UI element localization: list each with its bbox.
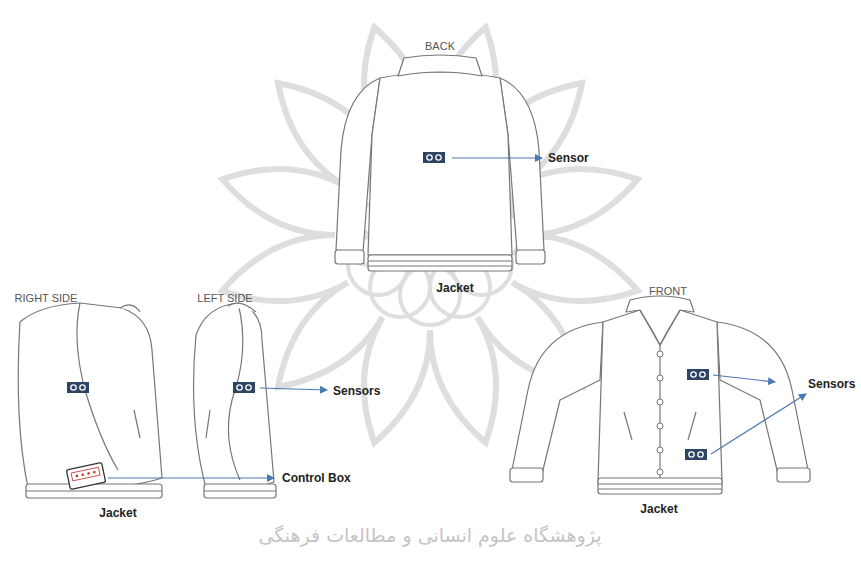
figure-caption: Jacket [99, 507, 136, 520]
rosette-petal [222, 169, 347, 235]
callout-label: Sensor [548, 152, 589, 165]
watermark: پژوهشگاه علوم انسانی و مطالعات فرهنگی [259, 525, 602, 546]
callout-label: Control Box [282, 472, 351, 485]
rosette-petal [364, 317, 430, 442]
callout-label: Sensors [808, 378, 855, 391]
figure-caption: Jacket [640, 503, 677, 516]
view-caption: FRONT [649, 285, 687, 297]
view-caption: LEFT SIDE [197, 292, 252, 304]
rosette-petal [430, 317, 496, 442]
rosette-petal [222, 235, 347, 301]
view-caption: RIGHT SIDE [15, 292, 78, 304]
view-caption: BACK [425, 40, 455, 52]
figure-caption: Jacket [436, 282, 473, 295]
callout-label: Sensors [333, 385, 380, 398]
